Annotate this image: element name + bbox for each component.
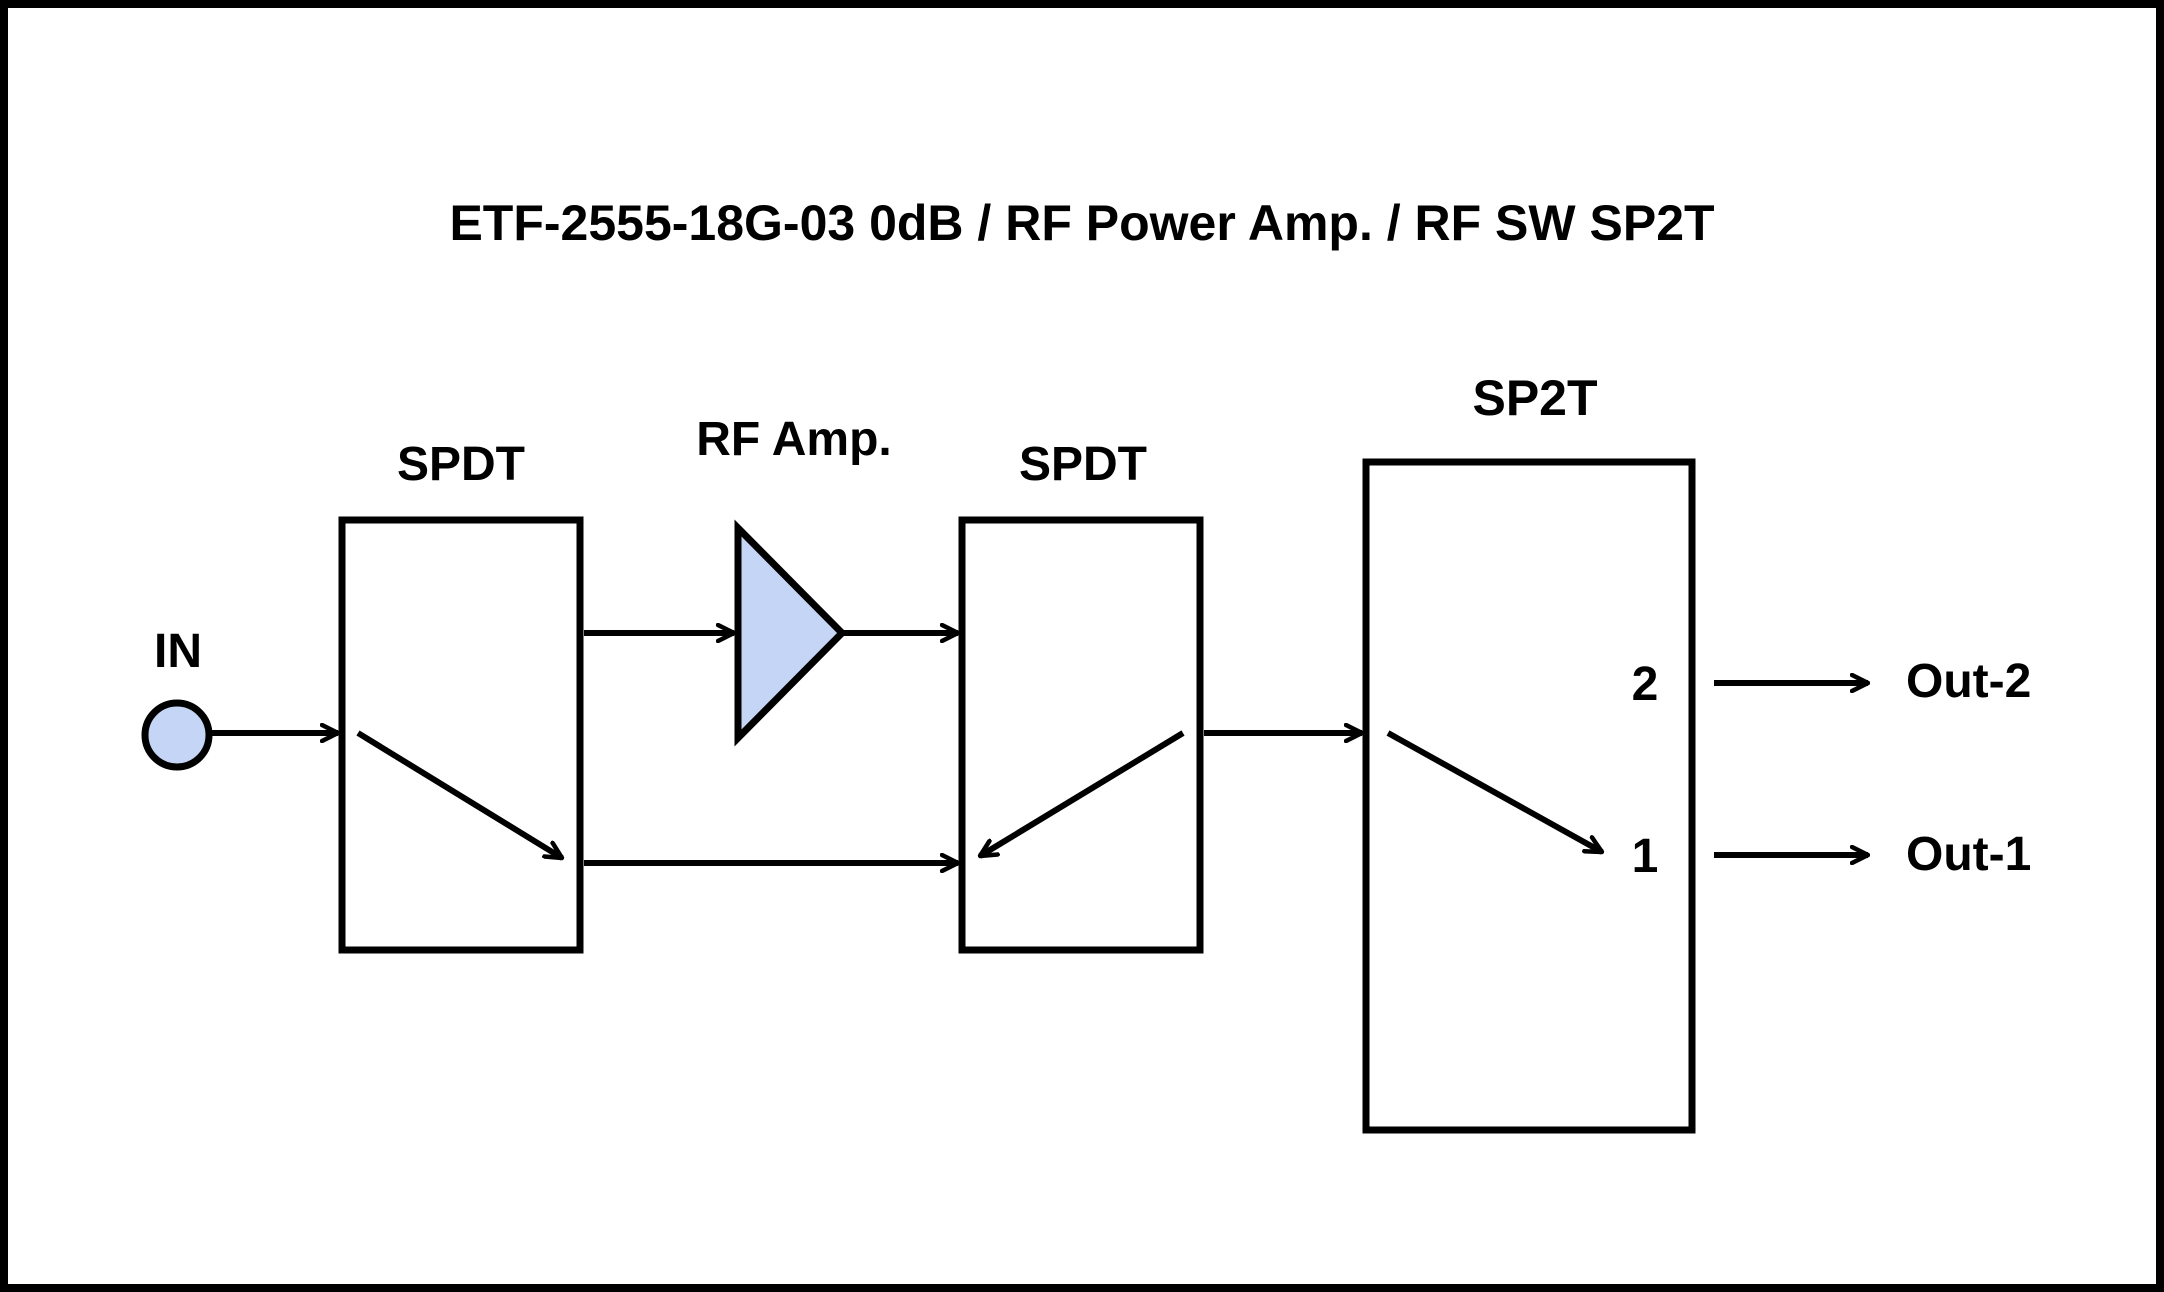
sp2t-block — [1362, 458, 1696, 1134]
spdt-1-label: SPDT — [397, 438, 525, 491]
input-label: IN — [154, 625, 202, 678]
sp2t-label: SP2T — [1472, 370, 1597, 426]
sp2t-port-2-label: 2 — [1632, 658, 1659, 711]
input-port-icon — [141, 699, 213, 771]
spdt-2-switch-arm — [980, 730, 1185, 859]
sp2t-switch-arm — [1386, 730, 1602, 855]
spdt-2-label: SPDT — [1019, 438, 1147, 491]
spdt-1-block — [338, 516, 584, 954]
spdt-2-block — [958, 516, 1204, 954]
out-2-label: Out-2 — [1906, 655, 2031, 708]
rf-amplifier-icon — [734, 519, 847, 747]
rf-amp-label: RF Amp. — [696, 413, 892, 466]
out-1-label: Out-1 — [1906, 828, 2031, 881]
spdt-1-switch-arm — [356, 730, 562, 861]
diagram-title: ETF-2555-18G-03 0dB / RF Power Amp. / RF… — [449, 195, 1714, 251]
sp2t-port-1-label: 1 — [1632, 830, 1659, 883]
